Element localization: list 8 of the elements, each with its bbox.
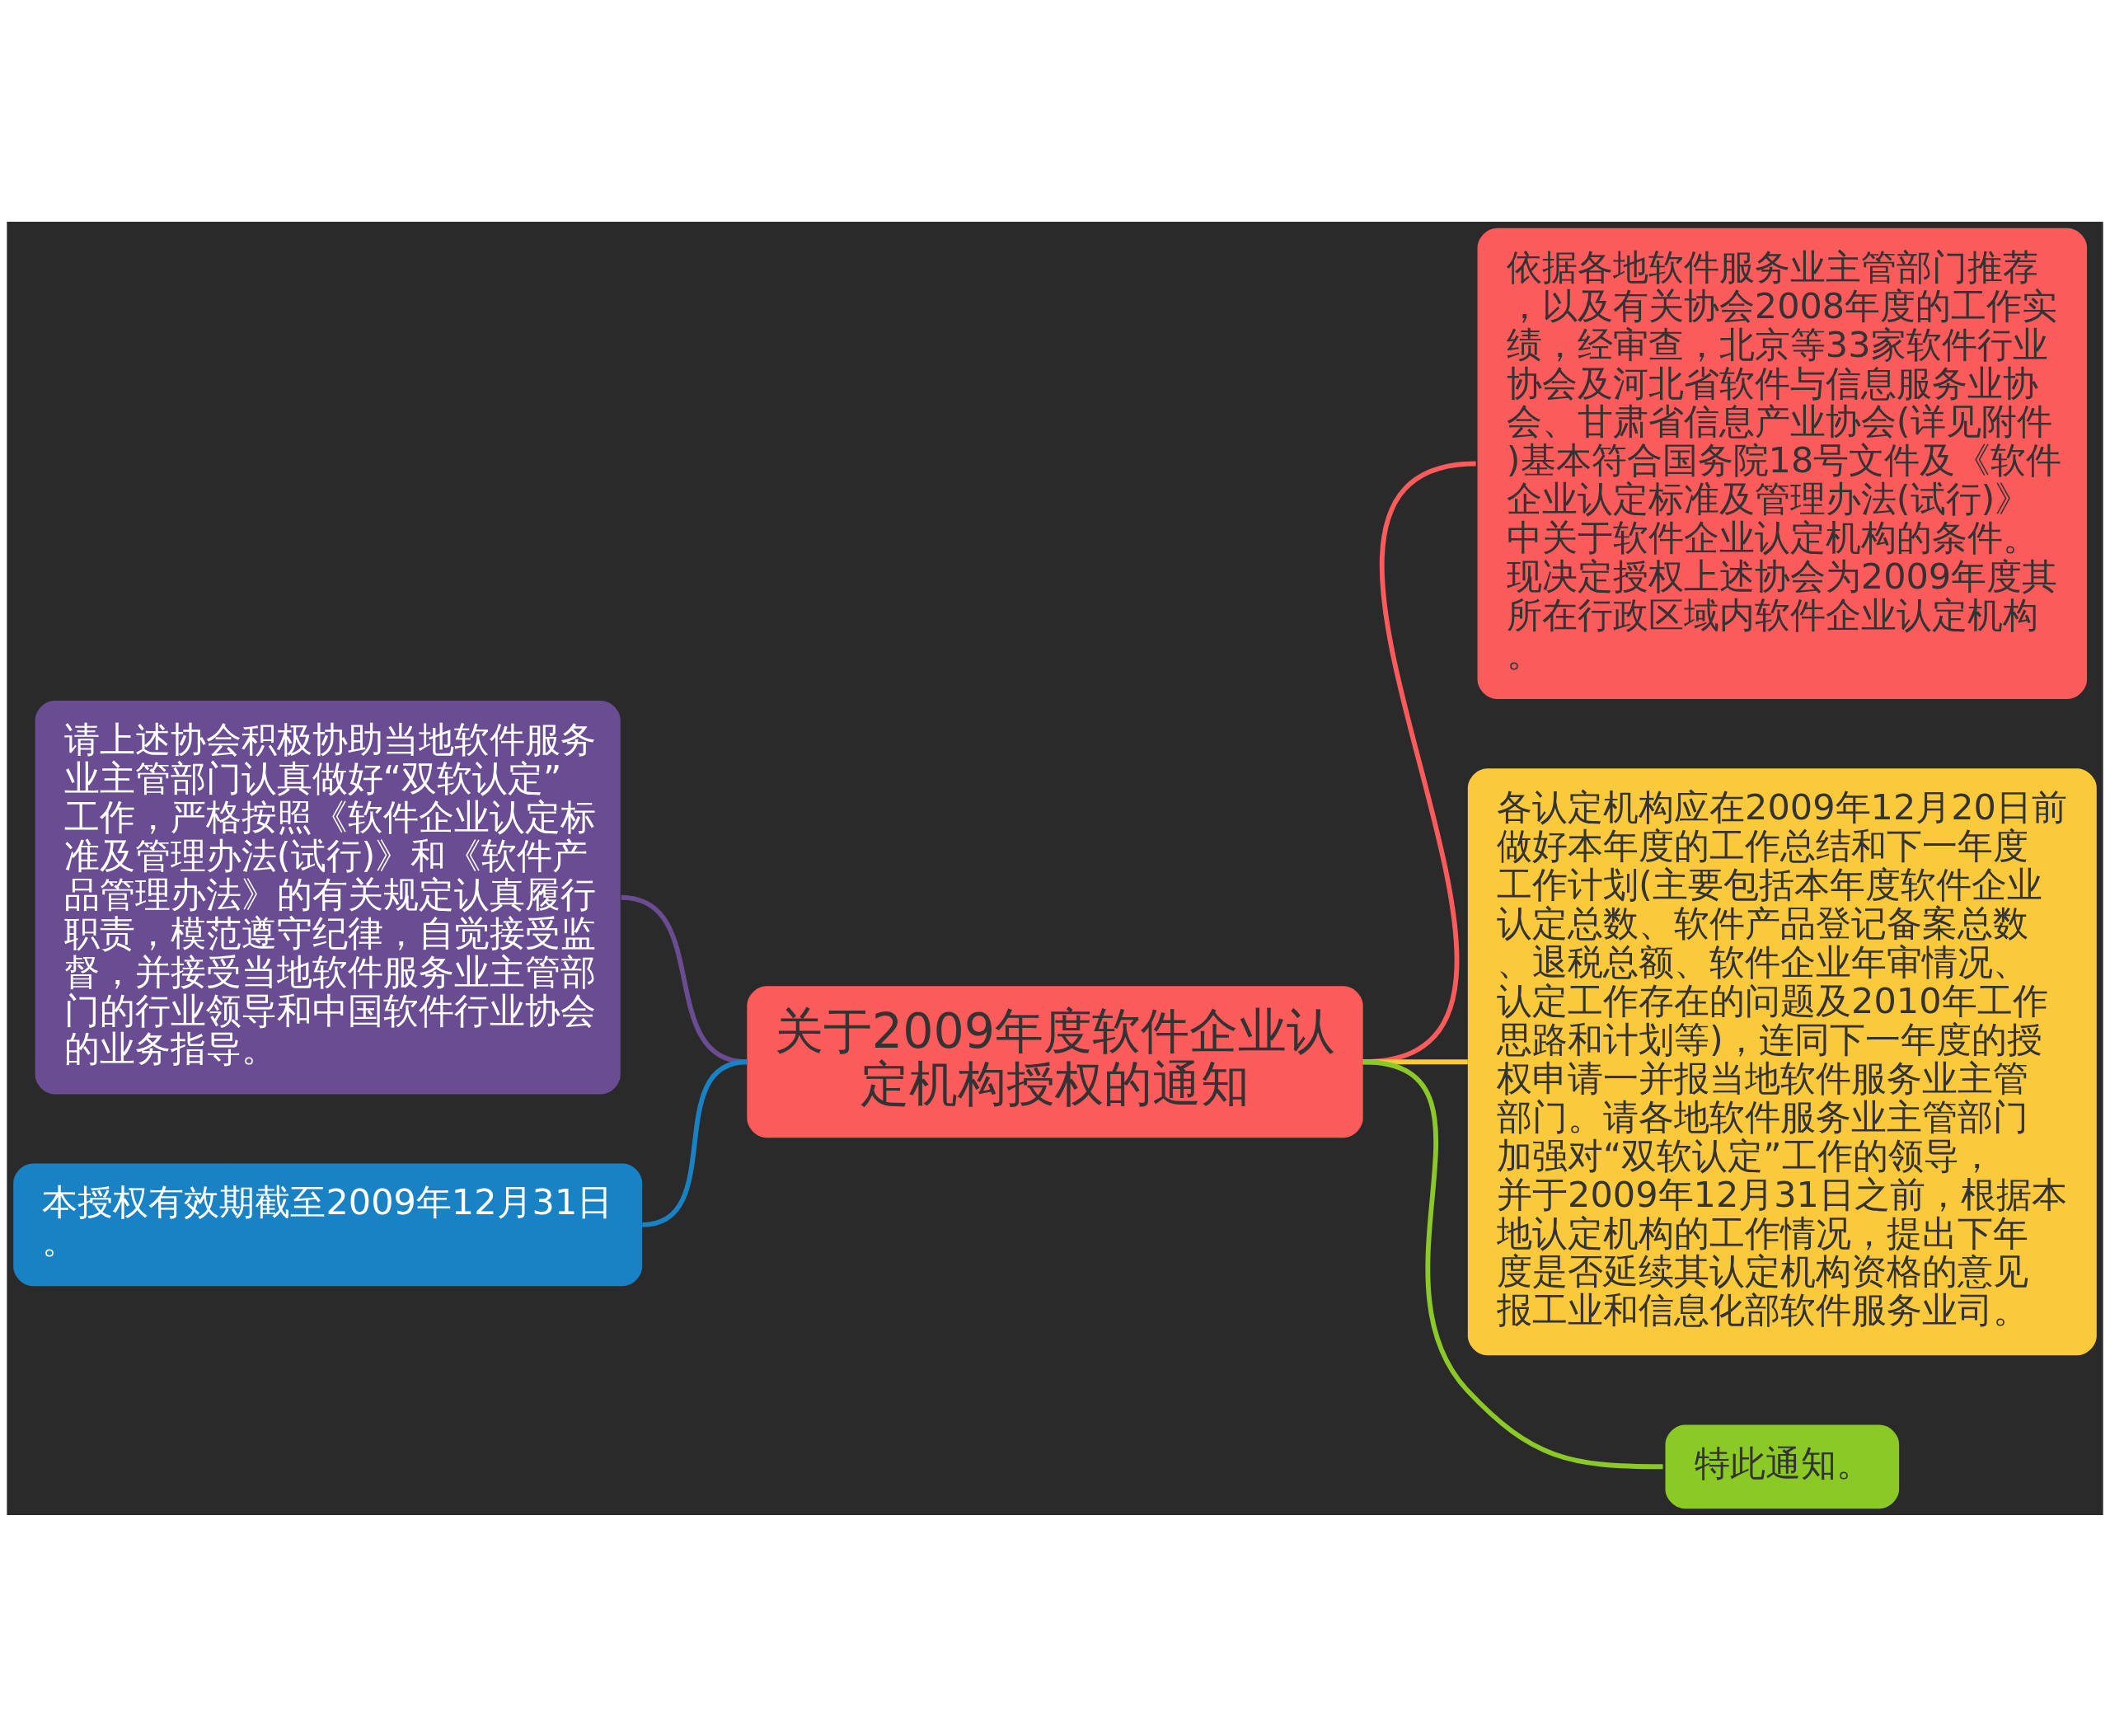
node-box: 关于2009年度软件企业认定机构授权的通知: [747, 985, 1363, 1138]
connector: [641, 1058, 748, 1227]
connector: [1362, 1058, 1663, 1469]
node-box: 各认定机构应在2009年12月20日前做好本年度的工作总结和下一年度工作计划(主要包括本年度软件企业认定总数、软件产品登记备案总数、退税总额、软件企业年审情况、认定工作存在的问题及2010年工作思路和计划等)，连同下一年度的授权申请一并报当地软件服务业主管部门。请各地软件服务业主管部门加强对“双软认定”工作的领导，并于2009年12月31日之前，根据本地认定机构的工作情况，提出下年度是否延续其认定机构资格的意见报工业和信息化部软件服务业司。: [1467, 767, 2097, 1355]
node-box: 请上述协会积极协助当地软件服务业主管部门认真做好“双软认定”工作，严格按照《软件企业认定标准及管理办法(试行)》和《软件产品管理办法》的有关规定认真履行职责，模范遵守纪律，自觉接受监督，并接受当地软件服务业主管部门的行业领导和中国软件行业协会的业务指导。: [35, 700, 621, 1094]
node-box: 依据各地软件服务业主管部门推荐，以及有关协会2008年度的工作实绩，经审查，北京等33家软件行业协会及河北省软件与信息服务业协会、甘肃省信息产业协会(详见附件)基本符合国务院18号文件及《软件企业认定标准及管理办法(试行)》中关于软件企业认定机构的条件。现决定授权上述协会为2009年度其所在行政区域内软件企业认定机构。: [1477, 228, 2088, 699]
node-box: 本授权有效期截至2009年12月31日。: [13, 1163, 643, 1286]
node-box: 特此通知。: [1665, 1424, 1900, 1508]
